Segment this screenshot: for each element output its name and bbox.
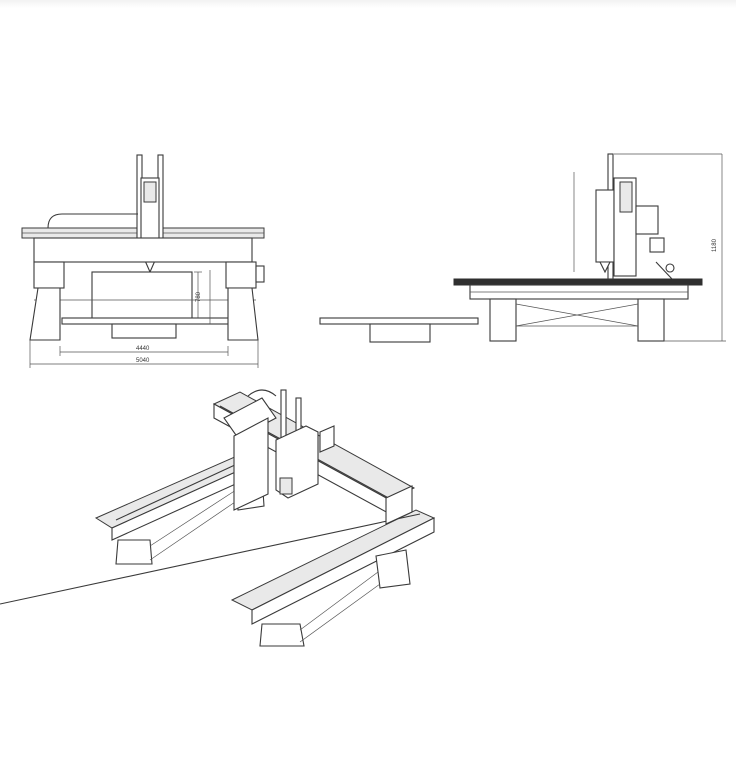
- side-spindle: [595, 189, 615, 263]
- isometric-view: [0, 389, 436, 647]
- iso-front-leg-right: [375, 549, 411, 589]
- side-view: [453, 153, 726, 342]
- dim-front-outer: 5040: [136, 358, 150, 364]
- top-edge-strip: [0, 0, 736, 8]
- iso-rear-leg-left: [115, 539, 153, 565]
- plan-view: [319, 317, 479, 343]
- leg-right: [227, 287, 259, 341]
- dim-front-inner: 4440: [136, 346, 150, 352]
- leg-block-right: [225, 261, 257, 289]
- plan-base: [369, 323, 431, 343]
- leg-left: [29, 287, 61, 341]
- leg-block-left: [33, 261, 65, 289]
- frame-body: [33, 237, 253, 263]
- base-table: [61, 317, 231, 325]
- front-view: [21, 154, 265, 368]
- side-leg-left: [489, 298, 517, 342]
- cable-hose: [47, 213, 138, 229]
- iso-front-leg-left: [259, 623, 305, 647]
- workpiece: [91, 271, 193, 323]
- plan-table: [319, 317, 479, 325]
- dim-side-height: 1180: [712, 238, 718, 252]
- side-leg-right: [637, 298, 665, 342]
- side-table-top: [453, 278, 703, 286]
- dim-front-height: 780: [196, 291, 202, 302]
- iso-gantry-upright: [233, 417, 269, 511]
